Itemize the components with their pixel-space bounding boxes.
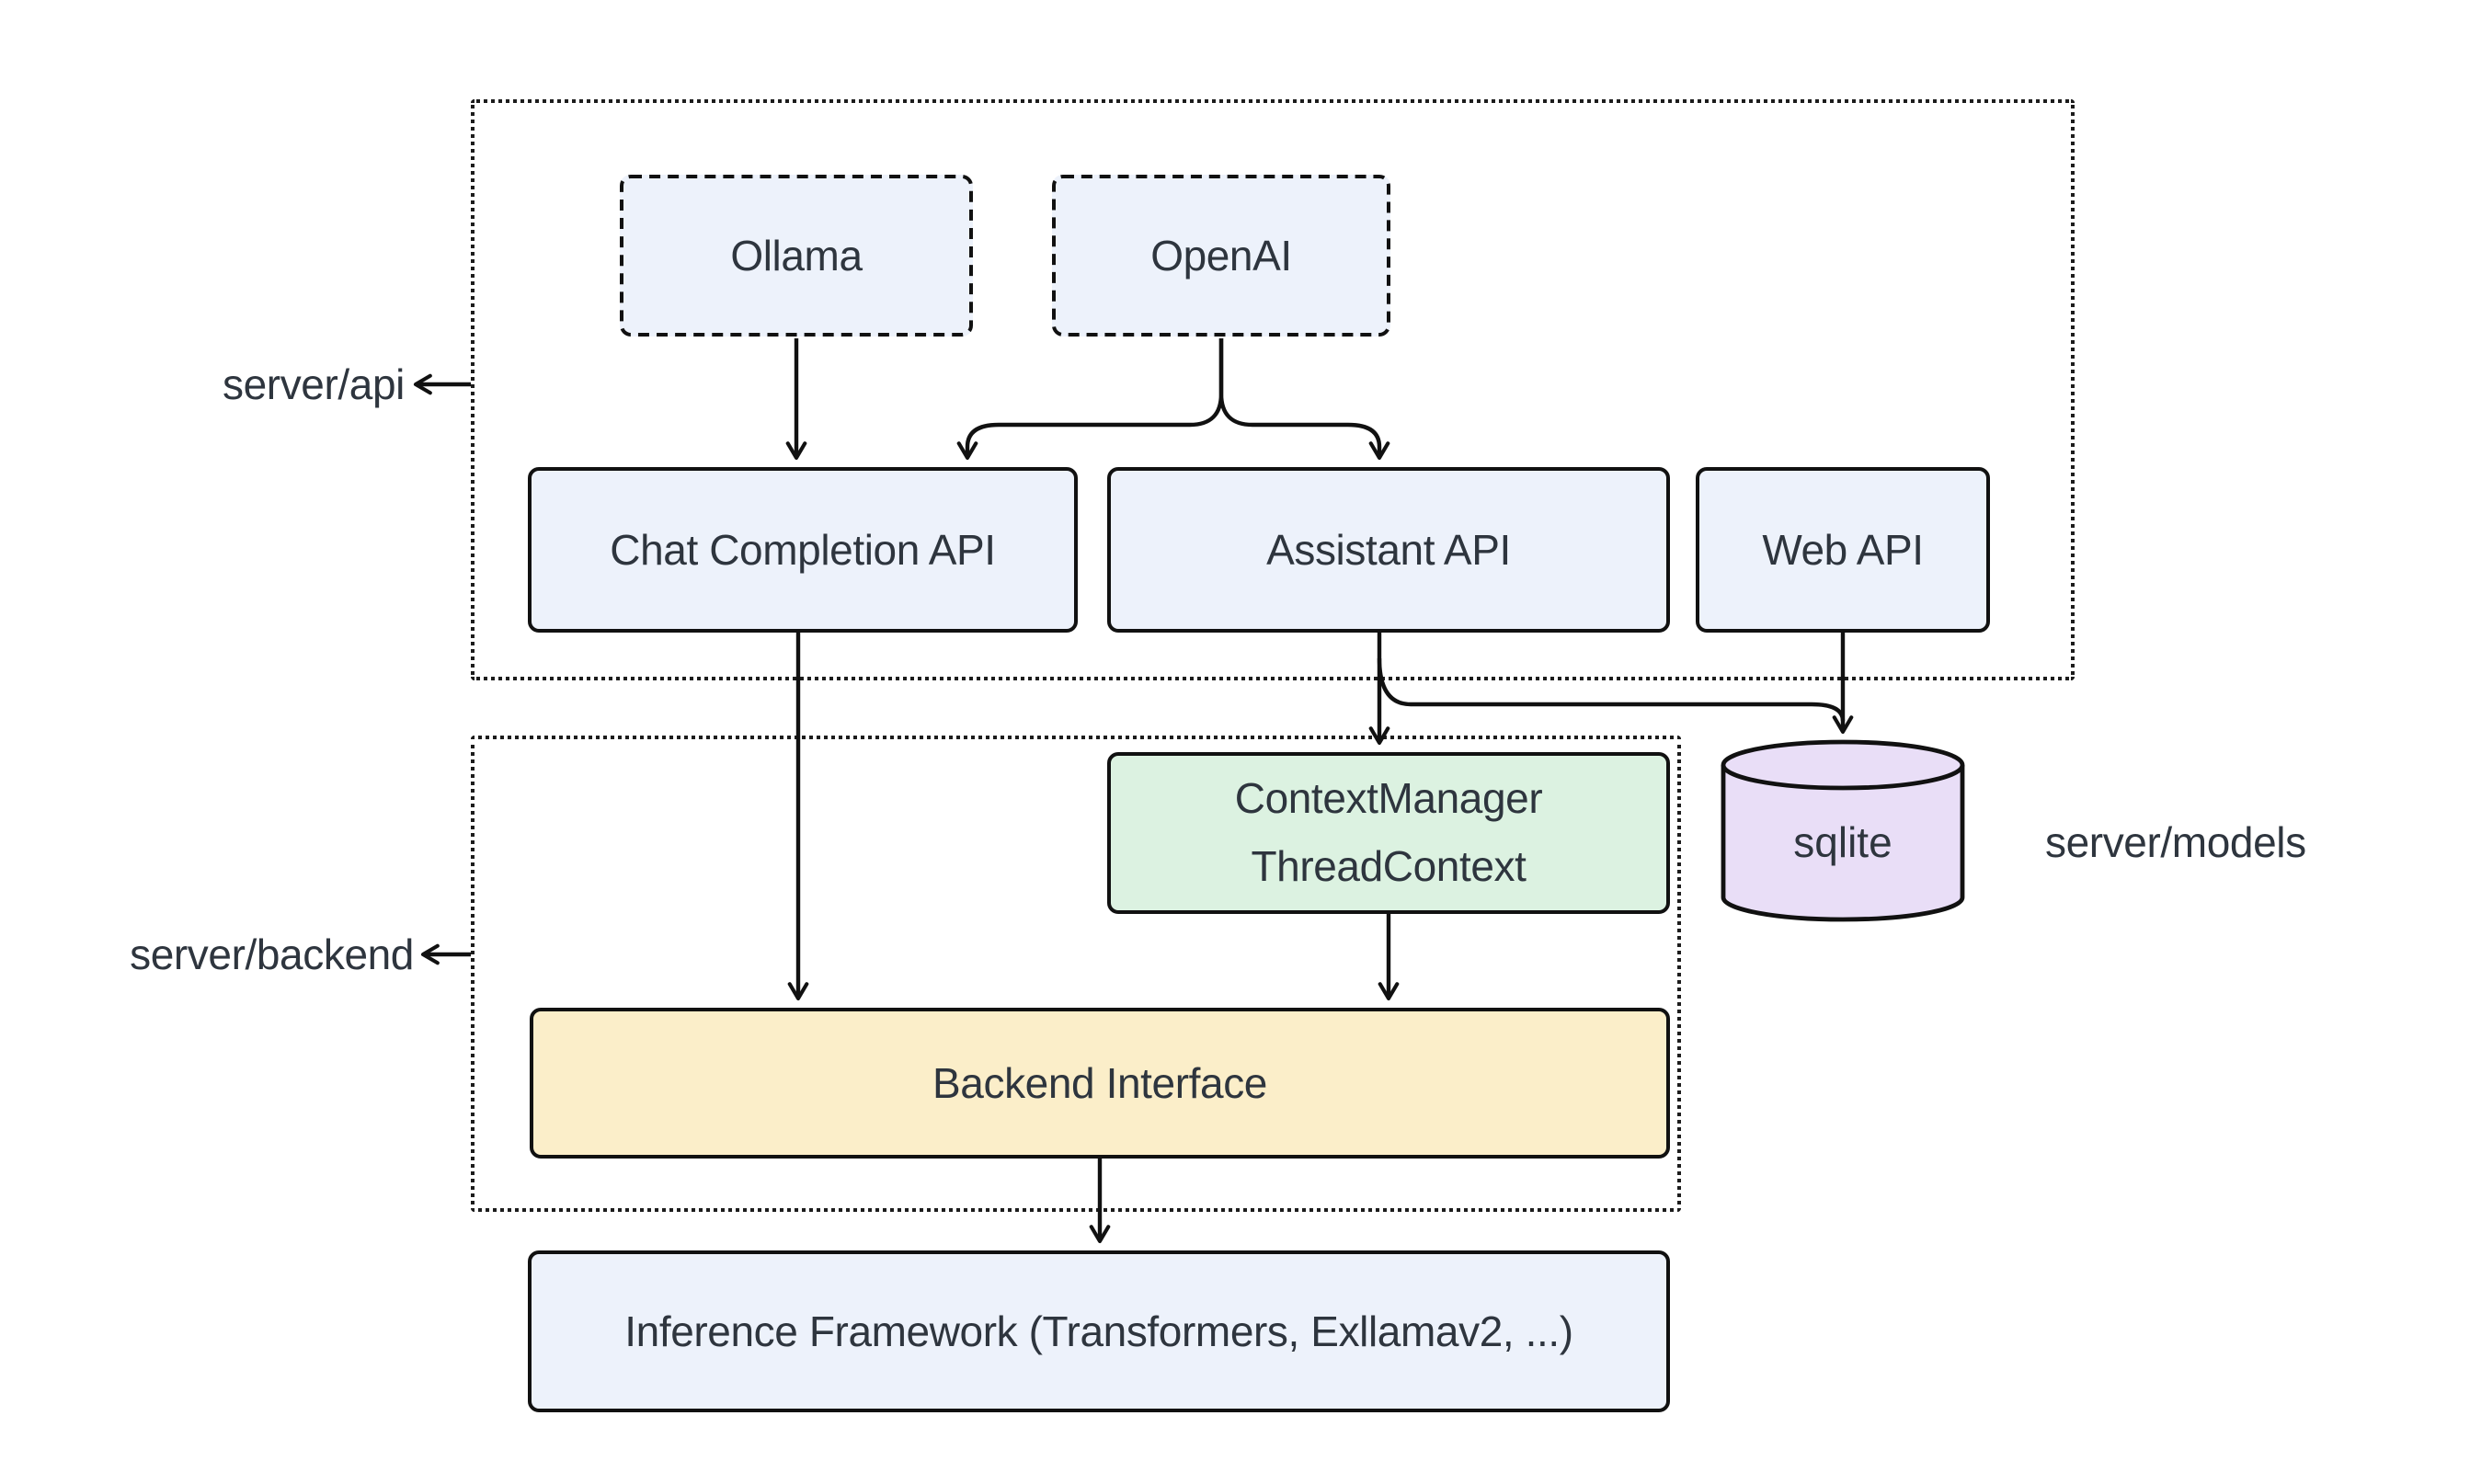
sqlite-text: sqlite — [1793, 817, 1893, 865]
sqlite-cylinder — [1721, 739, 1965, 922]
node-sqlite-label: sqlite — [1723, 794, 1962, 890]
node-openai: OpenAI — [1052, 175, 1390, 337]
node-context-manager-line1: ContextManager — [1234, 774, 1543, 822]
edge-openai-to-assistant — [1218, 338, 1390, 461]
node-web-api-label: Web API — [1762, 525, 1924, 573]
node-backend-interface-label: Backend Interface — [932, 1058, 1267, 1106]
server-api-text: server/api — [223, 360, 405, 407]
server-models-text: server/models — [2045, 817, 2306, 865]
server-backend-text: server/backend — [130, 930, 414, 977]
node-ollama-label: Ollama — [730, 231, 863, 279]
node-backend-interface: Backend Interface — [530, 1008, 1670, 1159]
node-openai-label: OpenAI — [1150, 231, 1292, 279]
node-context-manager-line2: ThreadContext — [1251, 842, 1527, 890]
node-inference-framework: Inference Framework (Transformers, Exlla… — [528, 1250, 1670, 1412]
server-api-container — [471, 99, 2075, 680]
node-context-manager: ContextManager ThreadContext — [1107, 752, 1670, 914]
node-inference-framework-label: Inference Framework (Transformers, Exlla… — [624, 1307, 1573, 1354]
node-assistant-api-label: Assistant API — [1266, 525, 1511, 573]
edge-assistant-to-sqlite — [1377, 657, 1846, 722]
edge-openai-to-chat-completion — [956, 338, 1224, 461]
server-api-label: server/api — [74, 360, 405, 408]
server-backend-container — [471, 736, 1681, 1212]
node-ollama: Ollama — [620, 175, 973, 337]
sqlite-cylinder-body — [1721, 765, 1965, 922]
server-backend-label: server/backend — [51, 930, 414, 978]
server-models-label: server/models — [2045, 816, 2450, 868]
sqlite-cylinder-top — [1721, 739, 1965, 791]
node-chat-completion-api: Chat Completion API — [528, 467, 1078, 633]
node-chat-completion-api-label: Chat Completion API — [610, 525, 996, 573]
node-assistant-api: Assistant API — [1107, 467, 1670, 633]
node-web-api: Web API — [1696, 467, 1990, 633]
